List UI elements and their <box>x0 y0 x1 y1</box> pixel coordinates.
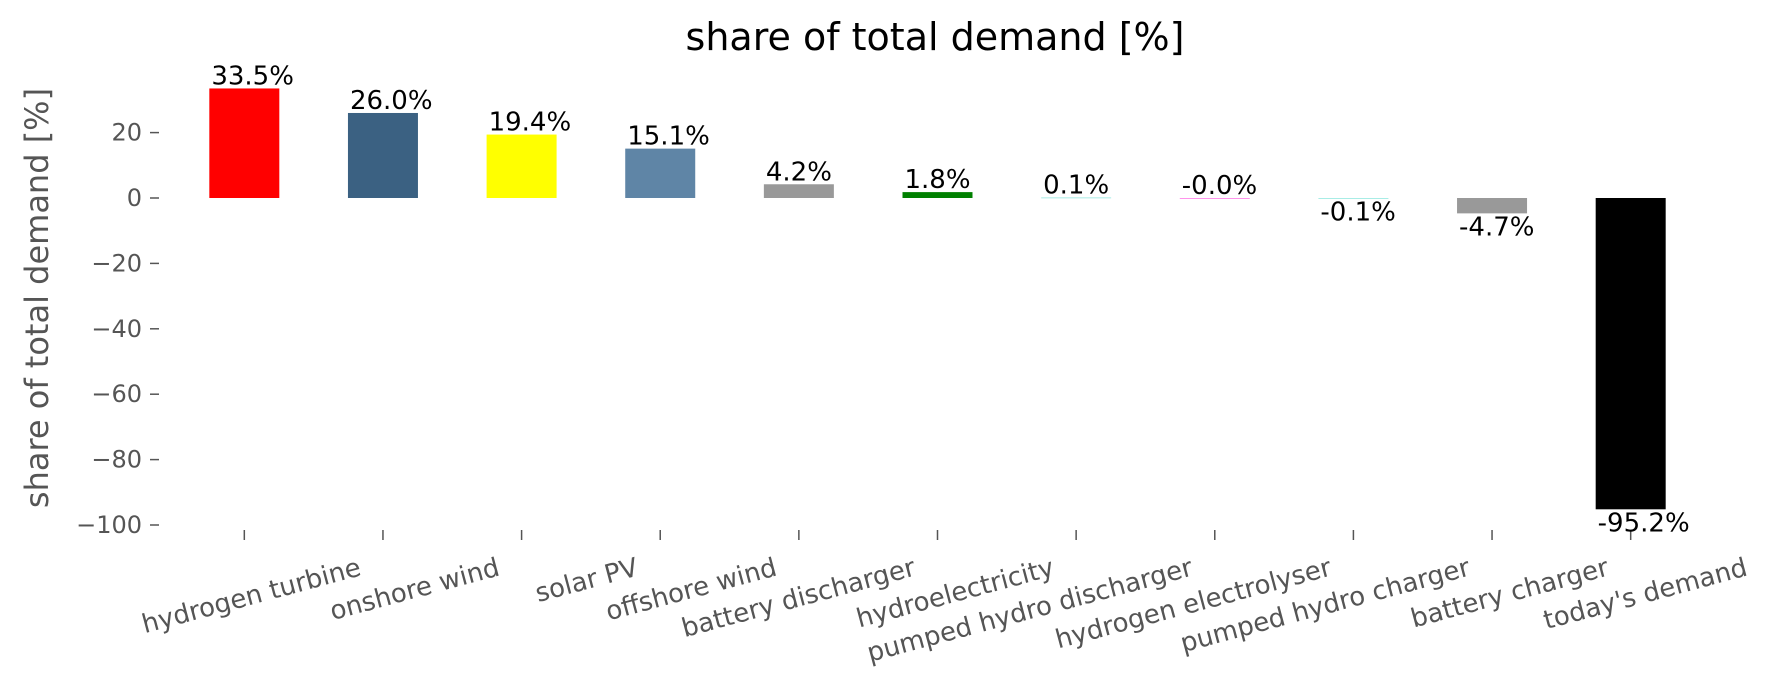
bar <box>625 148 696 198</box>
bar <box>902 192 973 198</box>
bars <box>209 88 1666 510</box>
data-label: 4.2% <box>766 157 832 187</box>
bar <box>1179 198 1250 199</box>
data-label: 0.1% <box>1043 171 1109 201</box>
y-tick-label: 20 <box>111 119 142 147</box>
data-label: -4.7% <box>1459 212 1534 242</box>
bar <box>1318 198 1389 199</box>
bar <box>486 134 557 198</box>
bar <box>1595 198 1666 510</box>
y-tick-label: −100 <box>76 511 142 539</box>
data-label: -0.0% <box>1182 171 1257 201</box>
data-label: 15.1% <box>627 122 710 152</box>
bar <box>347 112 418 198</box>
bar <box>1457 198 1528 214</box>
bar <box>763 184 834 198</box>
data-label: -0.1% <box>1320 197 1395 227</box>
y-tick-label: −40 <box>91 315 142 343</box>
data-label: 1.8% <box>905 165 971 195</box>
data-label: 33.5% <box>211 61 294 91</box>
bar <box>209 88 280 198</box>
data-label: 26.0% <box>350 86 433 116</box>
y-axis: 20 0 −20 −40 −60 −80 −100 <box>76 119 159 539</box>
y-tick-label: −20 <box>91 249 142 277</box>
y-tick-label: 0 <box>127 184 142 212</box>
y-tick-label: −60 <box>91 380 142 408</box>
y-axis-label: share of total demand [%] <box>18 88 56 508</box>
bar <box>1041 197 1112 199</box>
data-label: 19.4% <box>489 108 572 138</box>
data-label: -95.2% <box>1598 508 1690 538</box>
data-labels: 33.5% 26.0% 19.4% 15.1% 4.2% 1.8% 0.1% -0.0% -0.… <box>211 61 1689 538</box>
chart-title: share of total demand [%] <box>686 15 1185 59</box>
y-tick-label: −80 <box>91 446 142 474</box>
